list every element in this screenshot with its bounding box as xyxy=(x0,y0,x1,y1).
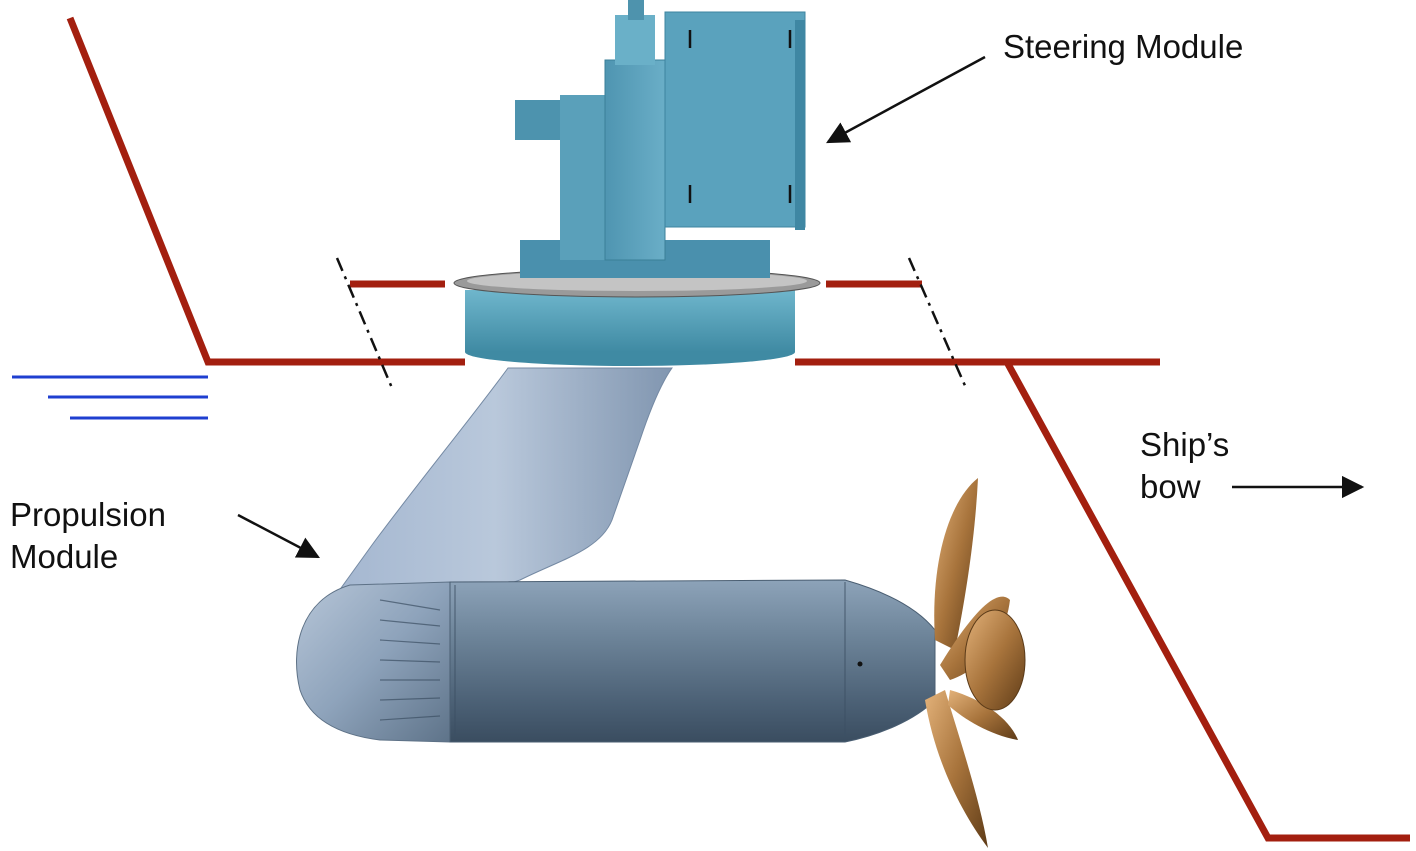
steering-module xyxy=(453,0,821,366)
propulsion-module-label: Propulsion Module xyxy=(10,494,166,578)
steering-arrow xyxy=(826,55,986,144)
bow-label-line2: bow xyxy=(1140,468,1201,505)
pod-strut xyxy=(316,367,673,621)
steering-module-label: Steering Module xyxy=(1003,28,1244,65)
propulsion-label-line1: Propulsion xyxy=(10,496,166,533)
ships-bow-label: Ship’s bow xyxy=(1140,424,1229,508)
propulsion-label-line2: Module xyxy=(10,538,119,575)
propulsion-arrow xyxy=(237,513,320,559)
bow-label-line1: Ship’s xyxy=(1140,426,1230,463)
pod-body xyxy=(296,579,936,743)
propeller xyxy=(925,478,1026,848)
section-cut-lines xyxy=(335,257,968,389)
waterline xyxy=(12,375,208,420)
pointer-arrows xyxy=(237,55,1365,559)
hull-outline xyxy=(66,16,1410,842)
